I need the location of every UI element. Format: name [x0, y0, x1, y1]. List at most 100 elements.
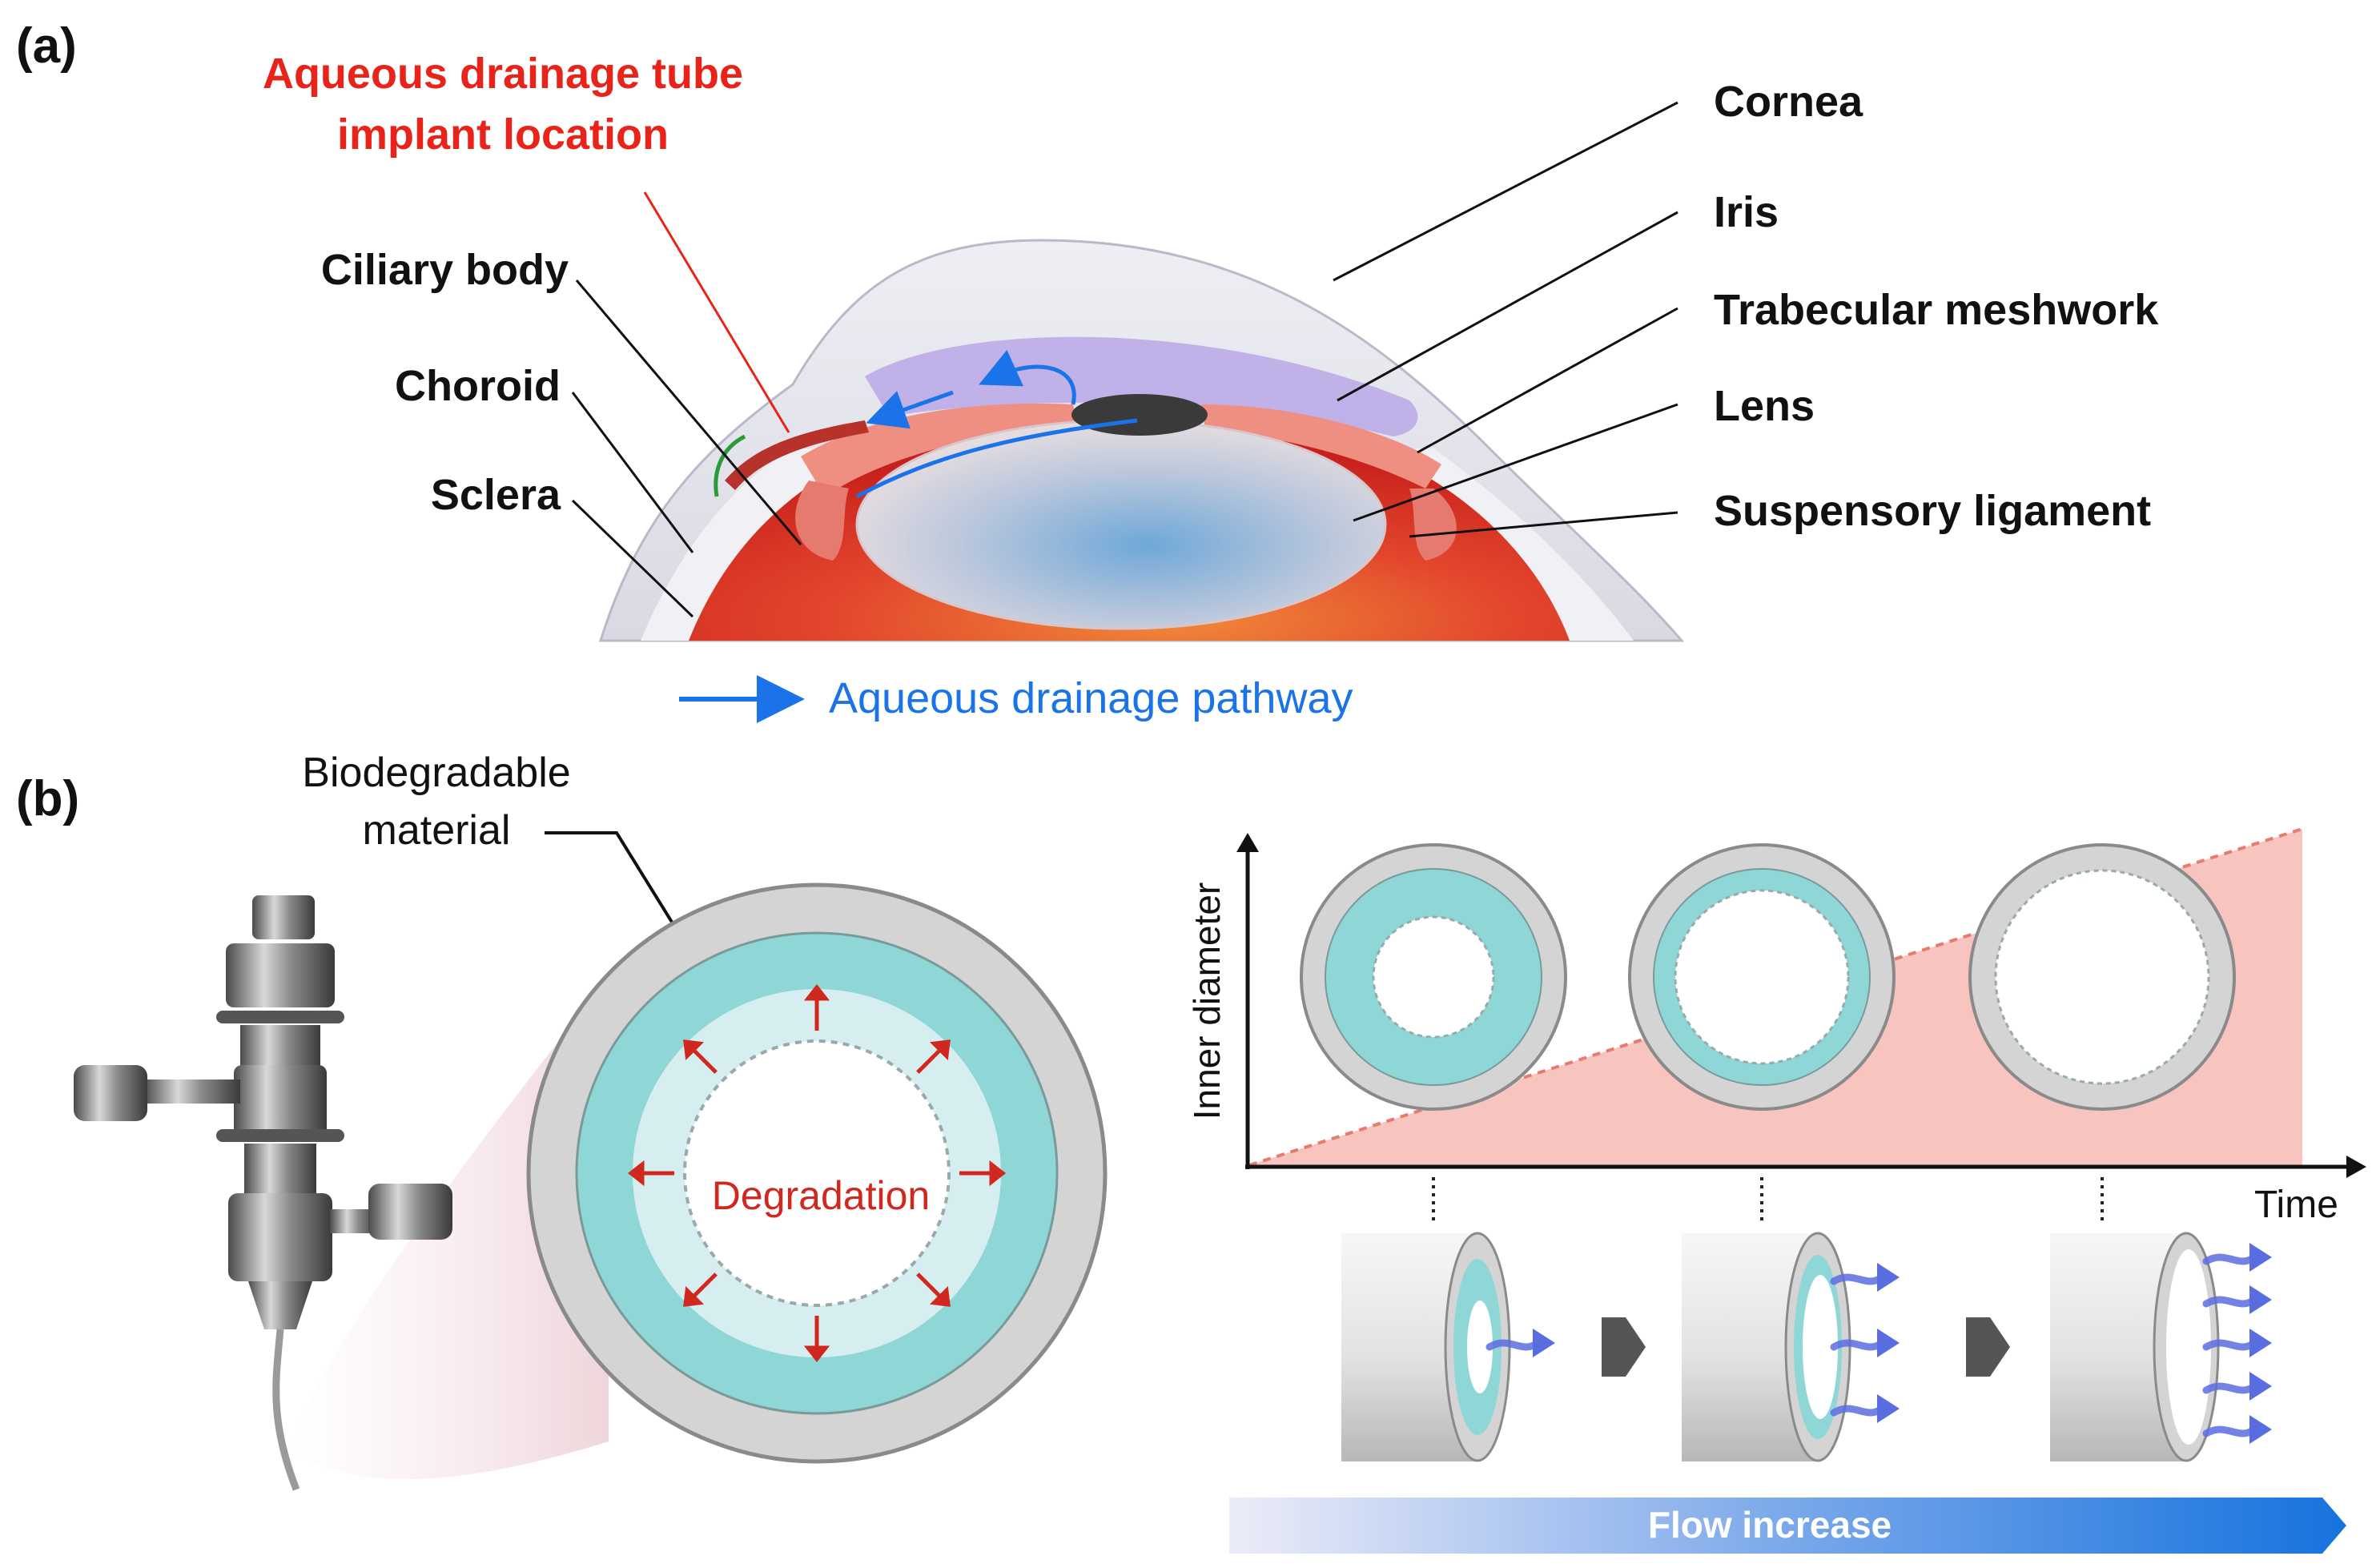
drainage-tube [725, 420, 869, 490]
flow-arrowhead-stage-2 [1877, 1329, 1900, 1357]
leader-lines-a [571, 101, 1678, 618]
degradation-arrowhead [803, 1345, 830, 1363]
tube-1-lumen [1467, 1301, 1493, 1393]
panel-b-tag: (b) [16, 771, 79, 826]
stage-arrow-2 [1966, 1317, 2010, 1377]
leader-cornea [1333, 101, 1678, 282]
flow-arrowhead-stage-3 [2249, 1285, 2272, 1314]
flow-arrowhead-stage-1 [1533, 1329, 1555, 1357]
flow-banner [1229, 1498, 2346, 1554]
lumen [683, 1039, 951, 1307]
device-low-nut [228, 1193, 332, 1281]
stage-1-lumen [1372, 915, 1495, 1039]
device-ring-2 [216, 1129, 344, 1142]
ciliary-body-left [795, 480, 849, 561]
flow-label: Flow increase [1648, 1504, 1892, 1546]
leader-sclera [571, 499, 694, 618]
flow-arrowhead-stage-3 [2249, 1372, 2272, 1401]
flow-arrow-stage-3 [2202, 1296, 2258, 1308]
flow-arrow-stage-2 [1830, 1273, 1886, 1285]
x-axis-arrowhead [2346, 1156, 2366, 1178]
stage-2-section [1628, 843, 1896, 1111]
pathway-arrow-left [866, 390, 954, 429]
degradation-arrowhead [803, 983, 830, 1001]
flow-arrowhead-stage-2 [1877, 1263, 1900, 1292]
degradation-arrowhead [627, 1160, 645, 1187]
pupil [1071, 394, 1208, 436]
iris-tissue-right [1201, 404, 1441, 488]
panel-a-tag: (a) [16, 18, 77, 74]
flow-arrows [1485, 1243, 2272, 1444]
device-taper [248, 1281, 312, 1329]
needle-device [74, 895, 609, 1491]
flow-arrow-stage-1 [1485, 1339, 1542, 1351]
flow-arrow-stage-3 [2202, 1253, 2258, 1265]
eye-cross-section [598, 239, 1685, 642]
leader-ciliary [575, 279, 802, 545]
flow-arrow-stage-2 [1830, 1339, 1886, 1351]
degradation-arrow [692, 1048, 718, 1074]
cornea-label: Cornea [1714, 78, 1863, 126]
y-axis-label: Inner diameter [1186, 883, 1228, 1120]
implant-label-line1: Aqueous drainage tube [263, 50, 743, 98]
tube-stage-3 [2050, 1232, 2220, 1462]
degradation-label: Degradation [712, 1173, 930, 1218]
device-top-nut [226, 943, 335, 1007]
suspensory-ligament-label: Suspensory ligament [1714, 487, 2151, 535]
flow-arrowhead-stage-3 [2249, 1329, 2272, 1357]
tube-stage-2 [1682, 1232, 1851, 1462]
leader-suspensory [1409, 511, 1678, 538]
sclera-label: Sclera [431, 471, 561, 519]
lens [855, 419, 1387, 630]
side-port-right [368, 1184, 452, 1240]
ciliary-body-right [1409, 488, 1457, 561]
leader-implant [643, 191, 790, 433]
flow-arrowhead-stage-3 [2249, 1243, 2272, 1272]
ciliary-body-label: Ciliary body [321, 246, 569, 294]
degradation-cross-section: Degradation [526, 883, 1108, 1464]
flow-arrow-stage-2 [1830, 1405, 1886, 1417]
leader-choroid [571, 392, 694, 553]
degradation-arrow [916, 1048, 942, 1074]
material-label-line2: material [363, 807, 511, 854]
degradation-arrowhead [929, 1285, 951, 1307]
degradation-arrowhead [683, 1039, 705, 1061]
flow-arrowhead-stage-2 [1877, 1394, 1900, 1423]
trabecular-meshwork-label: Trabecular meshwork [1714, 286, 2159, 334]
flow-arrow-stage-3 [2202, 1382, 2258, 1394]
tube-2-lumen [1803, 1275, 1838, 1419]
stage-arrow-1 [1602, 1317, 1646, 1377]
pathway-curve-upper [979, 349, 1076, 405]
degradation-arrowhead [929, 1039, 951, 1061]
x-axis-label: Time [2254, 1184, 2338, 1226]
y-axis-arrowhead [1236, 833, 1259, 852]
leader-iris [1337, 211, 1678, 402]
side-arm-left [144, 1080, 240, 1104]
degradation-arrowhead [683, 1285, 705, 1307]
degradation-arrows [627, 983, 1007, 1363]
degradation-arrow [916, 1272, 942, 1298]
stage-3-lumen [1994, 869, 2210, 1085]
pathway-curve-lower [855, 418, 1138, 499]
device-top-cap [252, 895, 315, 939]
material-label-line1: Biodegradable [302, 750, 570, 796]
needle-tube [272, 1329, 300, 1491]
leader-trabecular [1417, 307, 1678, 454]
iris-label: Iris [1714, 188, 1779, 236]
stage-2-lumen [1674, 889, 1850, 1065]
device-ring-1 [216, 1011, 344, 1023]
tube-stage-1 [1341, 1232, 1511, 1462]
flow-arrow-stage-3 [2202, 1425, 2258, 1437]
degradation-arrowhead [989, 1160, 1007, 1187]
tube-side-views [1341, 1232, 2272, 1462]
leader-lens [1353, 403, 1678, 522]
stage-1-section [1300, 843, 1567, 1111]
degradation-arrow [692, 1272, 718, 1298]
device-mid-nut [234, 1065, 327, 1137]
pathway-legend-label: Aqueous drainage pathway [829, 674, 1353, 722]
device-body-2 [244, 1144, 316, 1200]
flow-arrowhead-stage-3 [2249, 1415, 2272, 1444]
implant-label-line2: implant location [337, 111, 669, 159]
tube-3-lumen [2166, 1249, 2211, 1445]
